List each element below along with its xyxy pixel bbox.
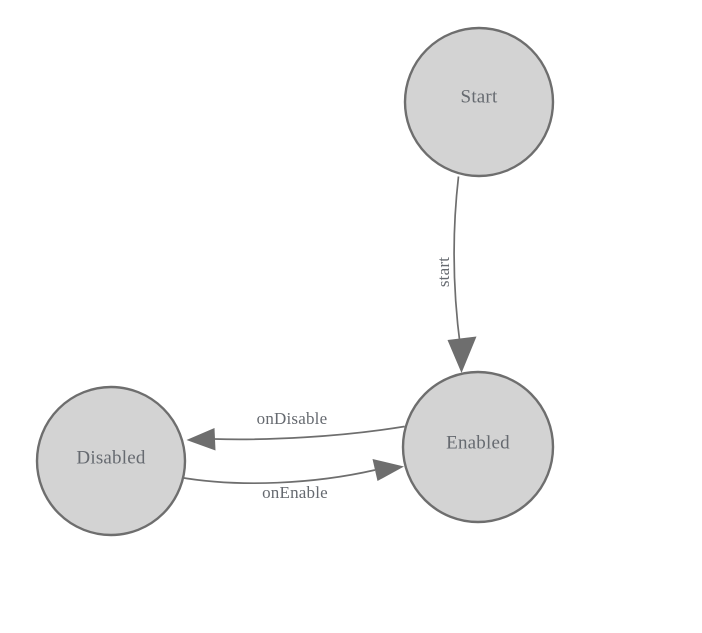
edge-label-on-enable: onEnable <box>262 483 328 502</box>
node-enabled-circle <box>401 370 555 524</box>
edge-enabled-to-disabled-arrowhead <box>186 428 216 451</box>
node-enabled-label: Enabled <box>446 432 510 453</box>
edge-enabled-to-disabled[interactable] <box>186 425 405 451</box>
edge-enabled-to-disabled-line <box>213 425 405 441</box>
edge-disabled-to-enabled-line <box>177 469 376 485</box>
node-disabled-label: Disabled <box>76 447 145 468</box>
edge-label-start: start <box>434 257 453 287</box>
edge-start-to-enabled-arrowhead <box>447 336 477 373</box>
edge-disabled-to-enabled[interactable] <box>177 459 404 485</box>
node-start-label: Start <box>461 86 498 107</box>
node-disabled-circle <box>35 385 187 537</box>
edge-start-to-enabled-line <box>453 176 462 349</box>
node-start[interactable]: Start <box>403 26 555 178</box>
edge-disabled-to-enabled-arrowhead <box>372 459 404 481</box>
edge-label-on-disable: onDisable <box>257 409 328 428</box>
edge-start-to-enabled[interactable] <box>447 176 477 374</box>
node-disabled[interactable]: Disabled <box>35 385 187 537</box>
node-enabled[interactable]: Enabled <box>401 370 555 524</box>
node-start-circle <box>403 26 555 178</box>
